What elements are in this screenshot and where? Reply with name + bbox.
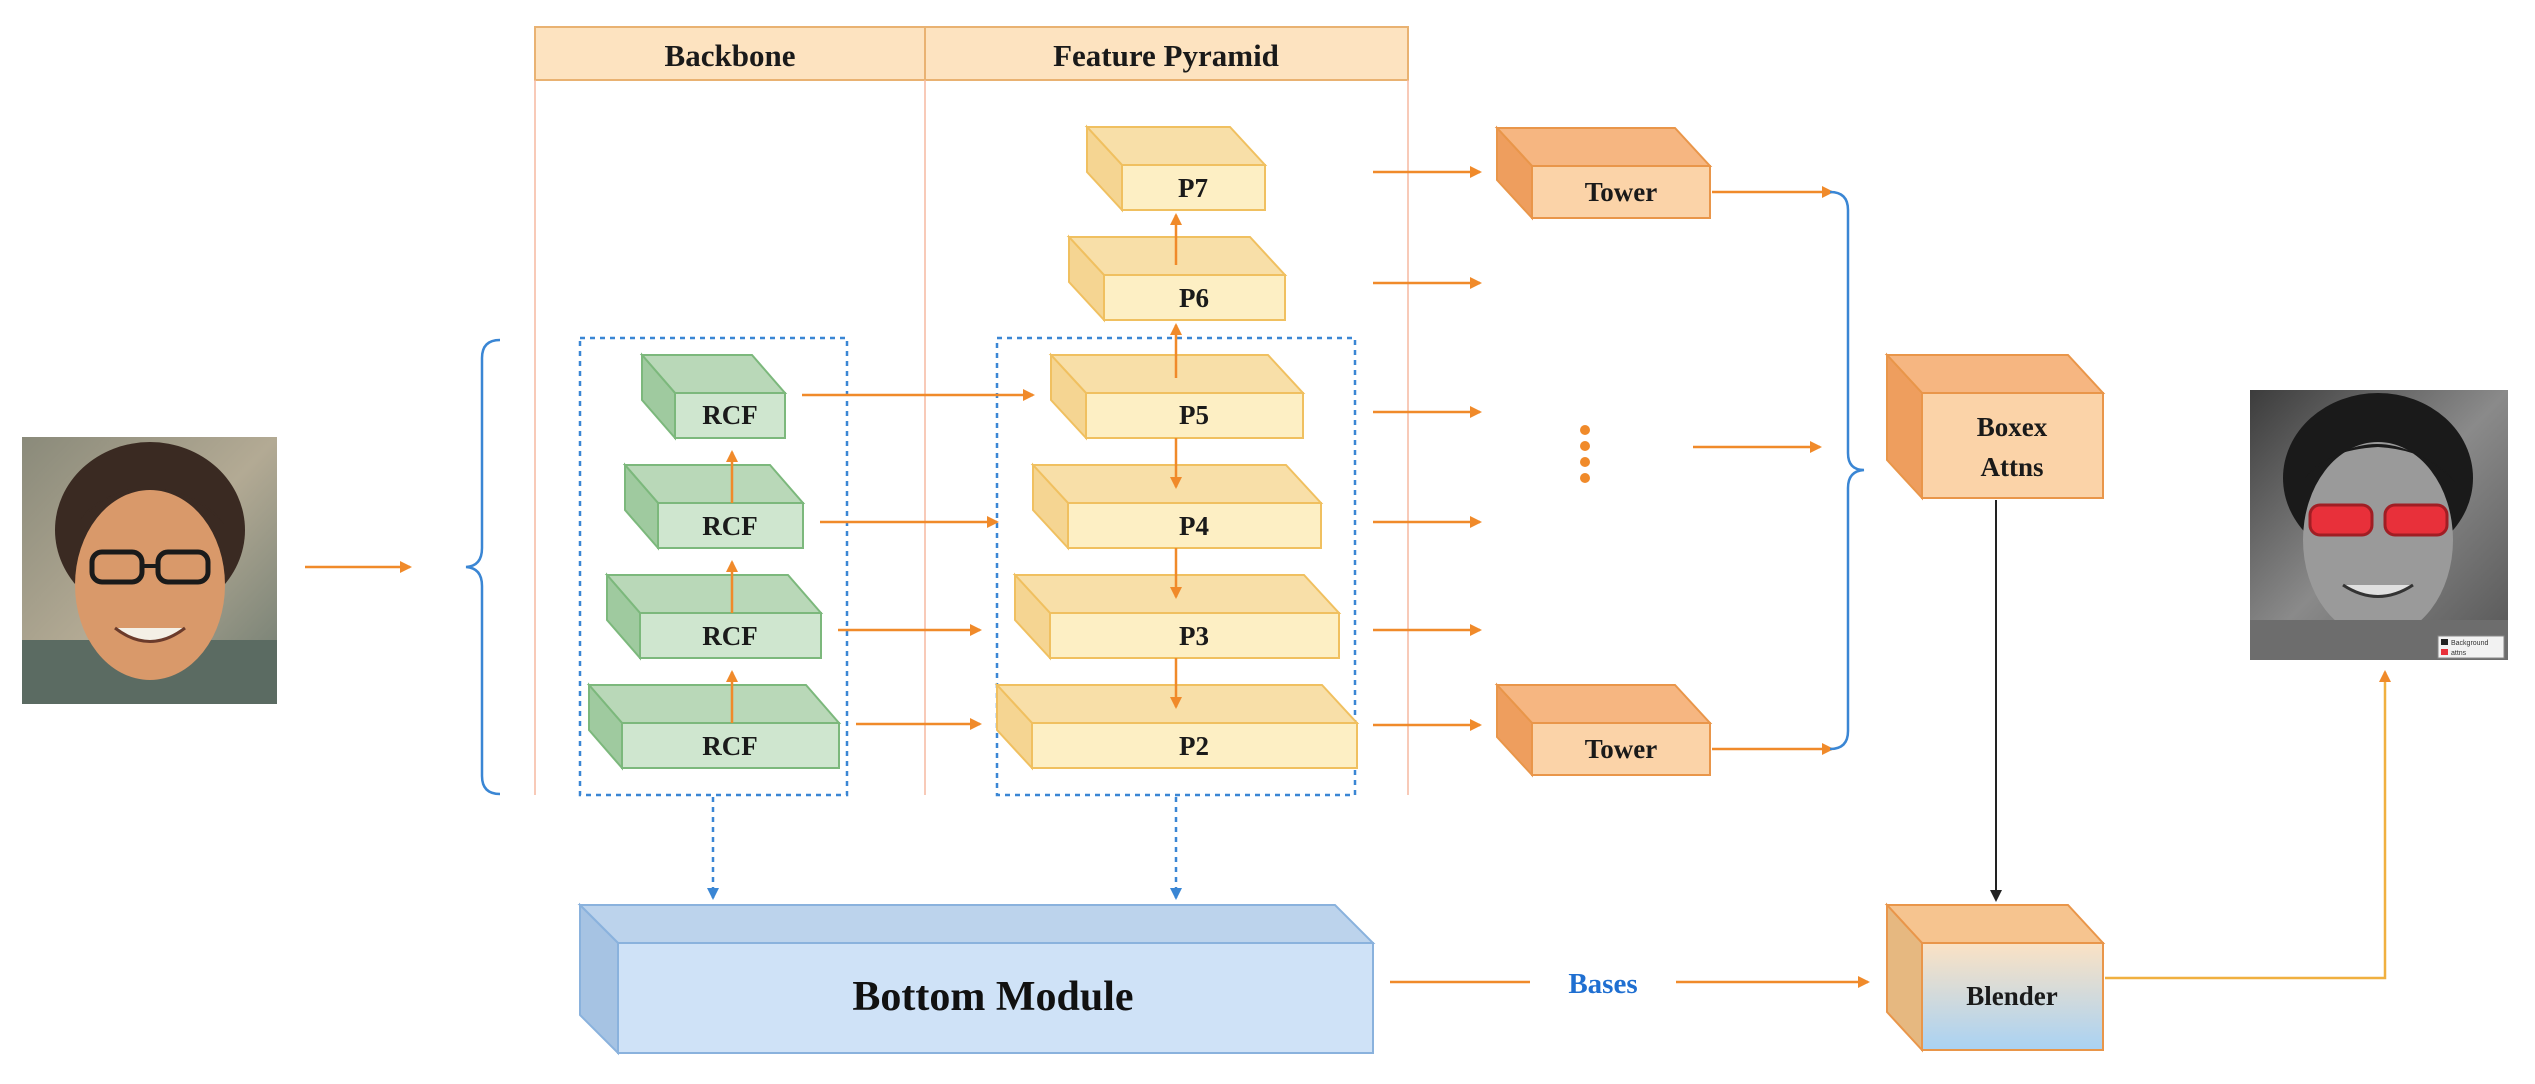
p5-label: P5 [1179, 400, 1209, 430]
p6-label: P6 [1179, 283, 1209, 313]
to-bottom-module-arrows [707, 797, 1182, 900]
backbone-group-box [578, 336, 849, 797]
column-separators [534, 80, 1409, 795]
blender-label: Blender [1966, 981, 2058, 1011]
rcf-block-1: RCF [586, 682, 842, 771]
blender-block: Blender [1884, 902, 2106, 1053]
pyramid-group-box [995, 336, 1357, 797]
p7-label: P7 [1178, 173, 1208, 203]
boxex-attns-line1: Boxex [1977, 412, 2048, 442]
p2-label: P2 [1179, 731, 1209, 761]
rcf-block-3: RCF [622, 462, 806, 551]
left-brace [465, 338, 501, 796]
p6-block: P6 [1066, 234, 1288, 323]
boxex-attns-line2: Attns [1980, 452, 2043, 482]
head-arrows [1373, 166, 1822, 731]
bottom-module-label: Bottom Module [852, 974, 1133, 1020]
backbone-header: Backbone [665, 38, 796, 73]
bottom-module-block: Bottom Module [577, 902, 1376, 1056]
ellipsis-dots [1580, 425, 1590, 483]
rcf-label-4: RCF [702, 400, 758, 430]
legend-background: Background [2451, 640, 2488, 647]
tower-bottom-label: Tower [1585, 734, 1658, 764]
tower-top-label: Tower [1585, 177, 1658, 207]
right-brace [1829, 190, 1865, 751]
rcf-block-2: RCF [604, 572, 824, 661]
bases-label: Bases [1568, 968, 1637, 1000]
boxex-attns-block: Boxex Attns [1884, 352, 2106, 501]
output-legend: Background attns [2437, 635, 2505, 659]
tower-top-block: Tower [1494, 125, 1713, 221]
feature-pyramid-header: Feature Pyramid [1053, 38, 1279, 73]
rcf-label-3: RCF [702, 511, 758, 541]
input-face-image [22, 437, 277, 704]
rcf-label-1: RCF [702, 731, 758, 761]
header-band: Backbone Feature Pyramid [534, 26, 1409, 81]
output-face-image: Background attns [2250, 390, 2508, 660]
rcf-label-2: RCF [702, 621, 758, 651]
legend-attns: attns [2451, 650, 2467, 657]
rcf-block-4: RCF [639, 352, 788, 441]
p3-label: P3 [1179, 621, 1209, 651]
p7-block: P7 [1084, 124, 1268, 213]
lateral-arrows [802, 389, 1035, 730]
p4-label: P4 [1179, 511, 1209, 541]
tower-out-arrows [1712, 186, 1834, 755]
blender-to-output-arrow [2105, 670, 2391, 980]
tower-bottom-block: Tower [1494, 682, 1713, 778]
